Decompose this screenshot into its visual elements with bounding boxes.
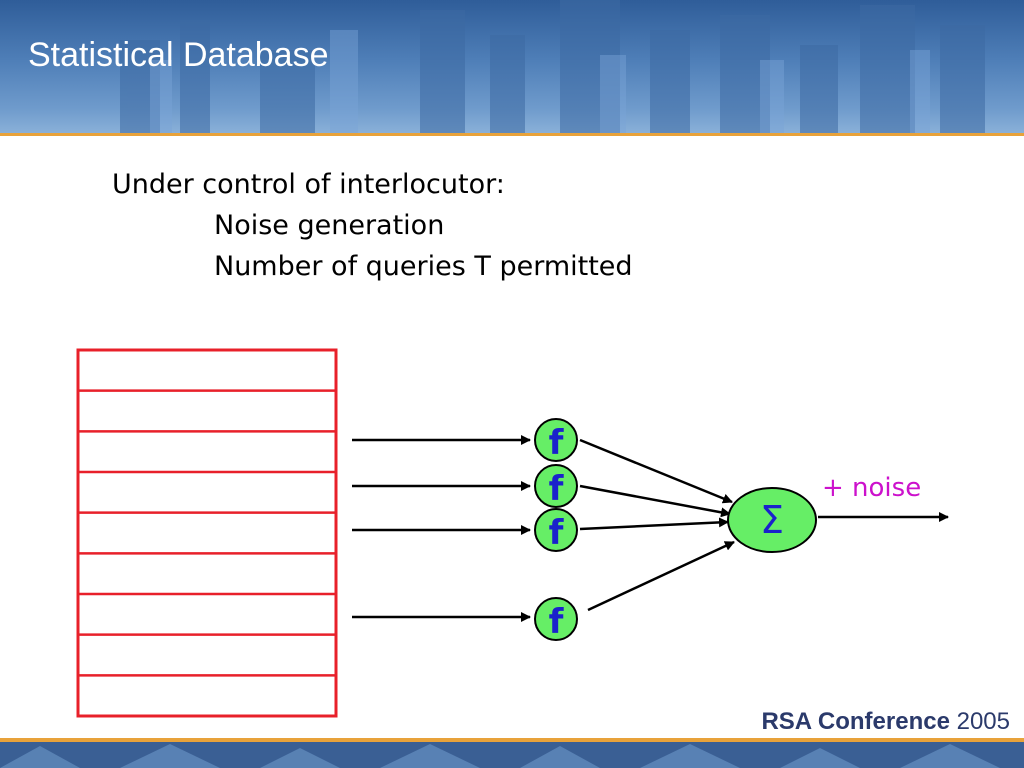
function-node-4: f	[534, 597, 578, 642]
function-node-2-circle	[534, 464, 578, 508]
database-table	[76, 348, 338, 718]
function-node-4-label: f	[549, 602, 565, 642]
function-node-2: f	[534, 464, 578, 509]
header-banner: Statistical Database	[0, 0, 1024, 136]
function-node-3: f	[534, 508, 578, 553]
header-stripe	[0, 133, 1024, 136]
function-node-3-circle	[534, 508, 578, 552]
footer-banner	[0, 738, 1024, 768]
footer-stripe	[0, 738, 1024, 742]
function-node-2-label: f	[549, 469, 565, 509]
sum-node: Σ	[727, 487, 817, 553]
city-skyline-background	[120, 0, 985, 136]
function-node-1: f	[534, 418, 578, 463]
bullet-noise-generation: Noise generation	[214, 210, 445, 241]
noise-label: + noise	[822, 473, 921, 503]
conference-year: 2005	[956, 708, 1010, 735]
database-table-border	[76, 348, 338, 718]
aggregate-arrow-3	[579, 517, 729, 531]
function-node-3-label: f	[549, 513, 565, 553]
slide-body: Under control of interlocutor: Noise gen…	[112, 164, 633, 287]
statistical-database-diagram: f f f f Σ + noise	[76, 348, 949, 718]
footer-pattern	[0, 744, 1000, 768]
aggregate-arrow-1	[579, 438, 733, 504]
function-node-4-circle	[534, 597, 578, 641]
conference-brand: RSA Conference	[761, 708, 950, 735]
sum-node-ellipse	[727, 487, 817, 553]
function-node-1-circle	[534, 418, 578, 462]
conference-logo: RSA Conference 2005	[761, 708, 1010, 736]
aggregate-arrow-2	[579, 484, 731, 518]
bullet-heading: Under control of interlocutor:	[112, 169, 505, 200]
aggregate-arrow-4	[587, 540, 735, 612]
slide-title: Statistical Database	[28, 36, 329, 74]
sum-node-label: Σ	[760, 498, 784, 542]
function-node-1-label: f	[549, 423, 565, 463]
bullet-query-limit: Number of queries T permitted	[214, 251, 633, 282]
